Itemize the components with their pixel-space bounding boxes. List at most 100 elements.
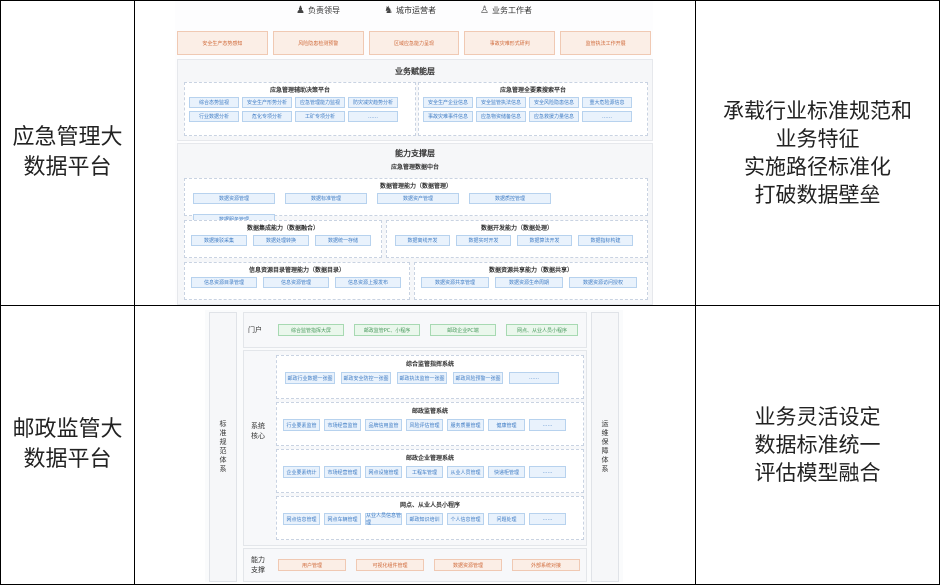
feature-line: 业务灵活设定 bbox=[754, 405, 881, 429]
scenario-tag: 安全生产态势感知 bbox=[177, 31, 268, 55]
module-tag: 网点车辆管理 bbox=[324, 513, 361, 525]
core-layer: 系统核心 综合监管指挥系统 邮政行业数据一张图 邮政安全防控一张图 邮政执法监管… bbox=[243, 350, 587, 546]
feature-line: 打破数据壁垒 bbox=[754, 183, 881, 207]
feature-line: 实施路径标准化 bbox=[744, 155, 891, 179]
panel-title: 信息资源目录管理能力（数据目录） bbox=[248, 267, 345, 274]
portal-tag: 邮政企业PC端 bbox=[430, 324, 496, 336]
module-tag: 网点设施管理 bbox=[365, 466, 402, 478]
middle-platform-title: 应急管理数据中台 bbox=[390, 164, 439, 171]
module-tag: 邮政安全防控一张图 bbox=[341, 372, 391, 384]
standards-system-box: 标准规范体系 bbox=[209, 312, 237, 582]
enterprise-management-panel: 邮政企业管理系统 企业要素统计 市场经营管理 网点设施管理 工程车管理 从业人员… bbox=[276, 449, 584, 493]
module-tag: 邮政知识培训 bbox=[406, 513, 443, 525]
person-icon: ♟ bbox=[296, 5, 306, 16]
module-tag: 服务质量管理 bbox=[447, 419, 484, 431]
module-tag: 安全生产企业信息 bbox=[423, 97, 473, 108]
module-tag: 数据离线开发 bbox=[395, 235, 450, 246]
postal-supervision-panel: 邮政监管系统 行业要素监管 市场经营监管 品牌信用监管 风险评估管理 服务质量管… bbox=[276, 402, 584, 446]
decision-platform-panel: 应急管理辅助决策平台 综合态势监视 安全生产形势分析 应急管理能力监视 防灾减灾… bbox=[184, 82, 416, 136]
feature-line: 数据标准统一 bbox=[754, 433, 881, 457]
module-tag: 行业数据分析 bbox=[189, 111, 239, 122]
worker-icon: ♙ bbox=[479, 5, 489, 16]
panel-title: 数据集成能力（数据融合） bbox=[246, 225, 319, 232]
module-tag: 数据实时开发 bbox=[456, 235, 511, 246]
panel-title: 数据开发能力（数据处理） bbox=[480, 225, 553, 232]
module-tag: 数据质控管理 bbox=[469, 193, 551, 204]
application-scenarios: 安全生产态势感知 风险隐患检测预警 区域应急能力呈现 事故灾难形式研判 监管执法… bbox=[177, 31, 651, 55]
feature-line: 评估模型融合 bbox=[754, 461, 881, 485]
module-tag: 邮政执法监管一张图 bbox=[397, 372, 447, 384]
module-tag: 邮政风险预警一张图 bbox=[453, 372, 503, 384]
module-tag: 安全监管执法信息 bbox=[476, 97, 526, 108]
panel-title: 应急管理全要素搜索平台 bbox=[499, 87, 566, 94]
module-tag: 安全风险隐患信息 bbox=[529, 97, 579, 108]
diagram-cell: 标准规范体系 运维保障体系 门户 综合监管指挥大屏 邮政监管PC、小程序 邮政企… bbox=[134, 305, 696, 585]
module-tag: 行业要素监管 bbox=[283, 419, 320, 431]
panel-title: 综合监管指挥系统 bbox=[405, 361, 454, 368]
side-label: 运维保障体系 bbox=[601, 420, 609, 474]
module-tag: 数据指标构建 bbox=[578, 235, 633, 246]
module-tag: 应急物资储备信息 bbox=[476, 111, 526, 122]
module-tag: 邮政行业数据一张图 bbox=[285, 372, 335, 384]
table-row: 邮政监管大数据平台 标准规范体系 运维保障体系 门户 综合监管指挥大屏 邮政监管… bbox=[0, 305, 940, 585]
resource-sharing-panel: 数据资源共享能力（数据共享） 数据资源共享管理 数据资源生命周期 数据资源访问授… bbox=[414, 262, 648, 300]
portal-layer: 门户 综合监管指挥大屏 邮政监管PC、小程序 邮政企业PC端 网点、从业人员小程… bbox=[243, 312, 587, 348]
module-tag: 快递柜管理 bbox=[488, 466, 525, 478]
module-tag: 数据接驳采集 bbox=[191, 235, 247, 246]
role-bar: ♟负责领导 ♞城市运营者 ♙业务工作者 bbox=[175, 5, 653, 16]
data-management-panel: 数据管理能力（数据管理） 数据资源管理 数据标准管理 数据资产管理 数据质控管理… bbox=[184, 178, 648, 225]
module-tag: 信息资源上报发布 bbox=[335, 277, 401, 288]
scenario-tag: 风险隐患检测预警 bbox=[272, 31, 364, 55]
module-tag: 市场经营管理 bbox=[324, 466, 361, 478]
module-tag: …… bbox=[509, 372, 559, 384]
scenario-tag: 事故灾难形式研判 bbox=[464, 31, 556, 55]
module-tag: 品牌信用监管 bbox=[365, 419, 402, 431]
module-tag: 企业要素统计 bbox=[283, 466, 320, 478]
platform-name: 应急管理大数据平台 bbox=[12, 125, 123, 180]
module-tag: 应急救援力量信息 bbox=[529, 111, 579, 122]
module-tag: 信息资源管理 bbox=[263, 277, 329, 288]
module-tag: 数据统一存储 bbox=[315, 235, 371, 246]
module-tag: 从业人员管理 bbox=[447, 466, 484, 478]
module-tag: 数据资源访问授权 bbox=[569, 277, 637, 288]
module-tag: 防灾减灾趋势分析 bbox=[348, 97, 398, 108]
panel-title: 数据资源共享能力（数据共享） bbox=[488, 267, 573, 274]
layer-label: 能力支撑 bbox=[251, 556, 265, 574]
module-tag: 数据资源生命周期 bbox=[495, 277, 563, 288]
module-tag: 应急管理能力监视 bbox=[295, 97, 345, 108]
platform-name-cell: 邮政监管大数据平台 bbox=[0, 305, 135, 585]
panel-title: 邮政监管系统 bbox=[411, 408, 448, 415]
postal-architecture-diagram: 标准规范体系 运维保障体系 门户 综合监管指挥大屏 邮政监管PC、小程序 邮政企… bbox=[205, 310, 623, 582]
business-layer: 业务赋能层 应急管理辅助决策平台 综合态势监视 安全生产形势分析 应急管理能力监… bbox=[177, 59, 653, 141]
features-cell: 业务灵活设定 数据标准统一 评估模型融合 bbox=[695, 305, 940, 585]
module-tag: 市场经营监管 bbox=[324, 419, 361, 431]
module-tag: 安全生产形势分析 bbox=[242, 97, 292, 108]
scenario-tag: 监管执法工作开展 bbox=[560, 31, 651, 55]
support-tag: 用户管理 bbox=[278, 559, 346, 571]
module-tag: 信息资源目录管理 bbox=[191, 277, 257, 288]
features-cell: 承载行业标准规范和业务特征 实施路径标准化 打破数据壁垒 bbox=[695, 0, 940, 306]
layer-title: 业务赋能层 bbox=[395, 67, 435, 76]
portal-tag: 综合监管指挥大屏 bbox=[278, 324, 344, 336]
module-tag: 重大危险源信息 bbox=[582, 97, 632, 108]
module-tag: …… bbox=[529, 513, 566, 525]
portal-tag: 邮政监管PC、小程序 bbox=[354, 324, 420, 336]
module-tag: 危化专项分析 bbox=[242, 111, 292, 122]
role-item: ♞城市运营者 bbox=[384, 5, 436, 16]
module-tag: 工矿专项分析 bbox=[295, 111, 345, 122]
support-layer: 能力支撑 用户管理 可视化组件管理 数据资源管理 外部系统对接 bbox=[243, 548, 587, 582]
module-tag: …… bbox=[348, 111, 398, 122]
module-tag: 数据处理转换 bbox=[253, 235, 309, 246]
panel-title: 网点、从业人员小程序 bbox=[399, 502, 460, 509]
module-tag: …… bbox=[529, 466, 566, 478]
feature-line: 承载行业标准规范和业务特征 bbox=[723, 99, 912, 151]
module-tag: …… bbox=[529, 419, 566, 431]
diagram-cell: ♟负责领导 ♞城市运营者 ♙业务工作者 安全生产态势感知 风险隐患检测预警 区域… bbox=[134, 0, 696, 306]
module-tag: 个人信息管理 bbox=[447, 513, 484, 525]
capability-layer: 能力支撑层 应急管理数据中台 数据管理能力（数据管理） 数据资源管理 数据标准管… bbox=[177, 143, 653, 305]
platform-name: 邮政监管大数据平台 bbox=[12, 417, 123, 472]
data-development-panel: 数据开发能力（数据处理） 数据离线开发 数据实时开发 数据算法开发 数据指标构建 bbox=[386, 220, 648, 258]
module-tag: 网点信息管理 bbox=[283, 513, 320, 525]
module-tag: 数据标准管理 bbox=[285, 193, 367, 204]
